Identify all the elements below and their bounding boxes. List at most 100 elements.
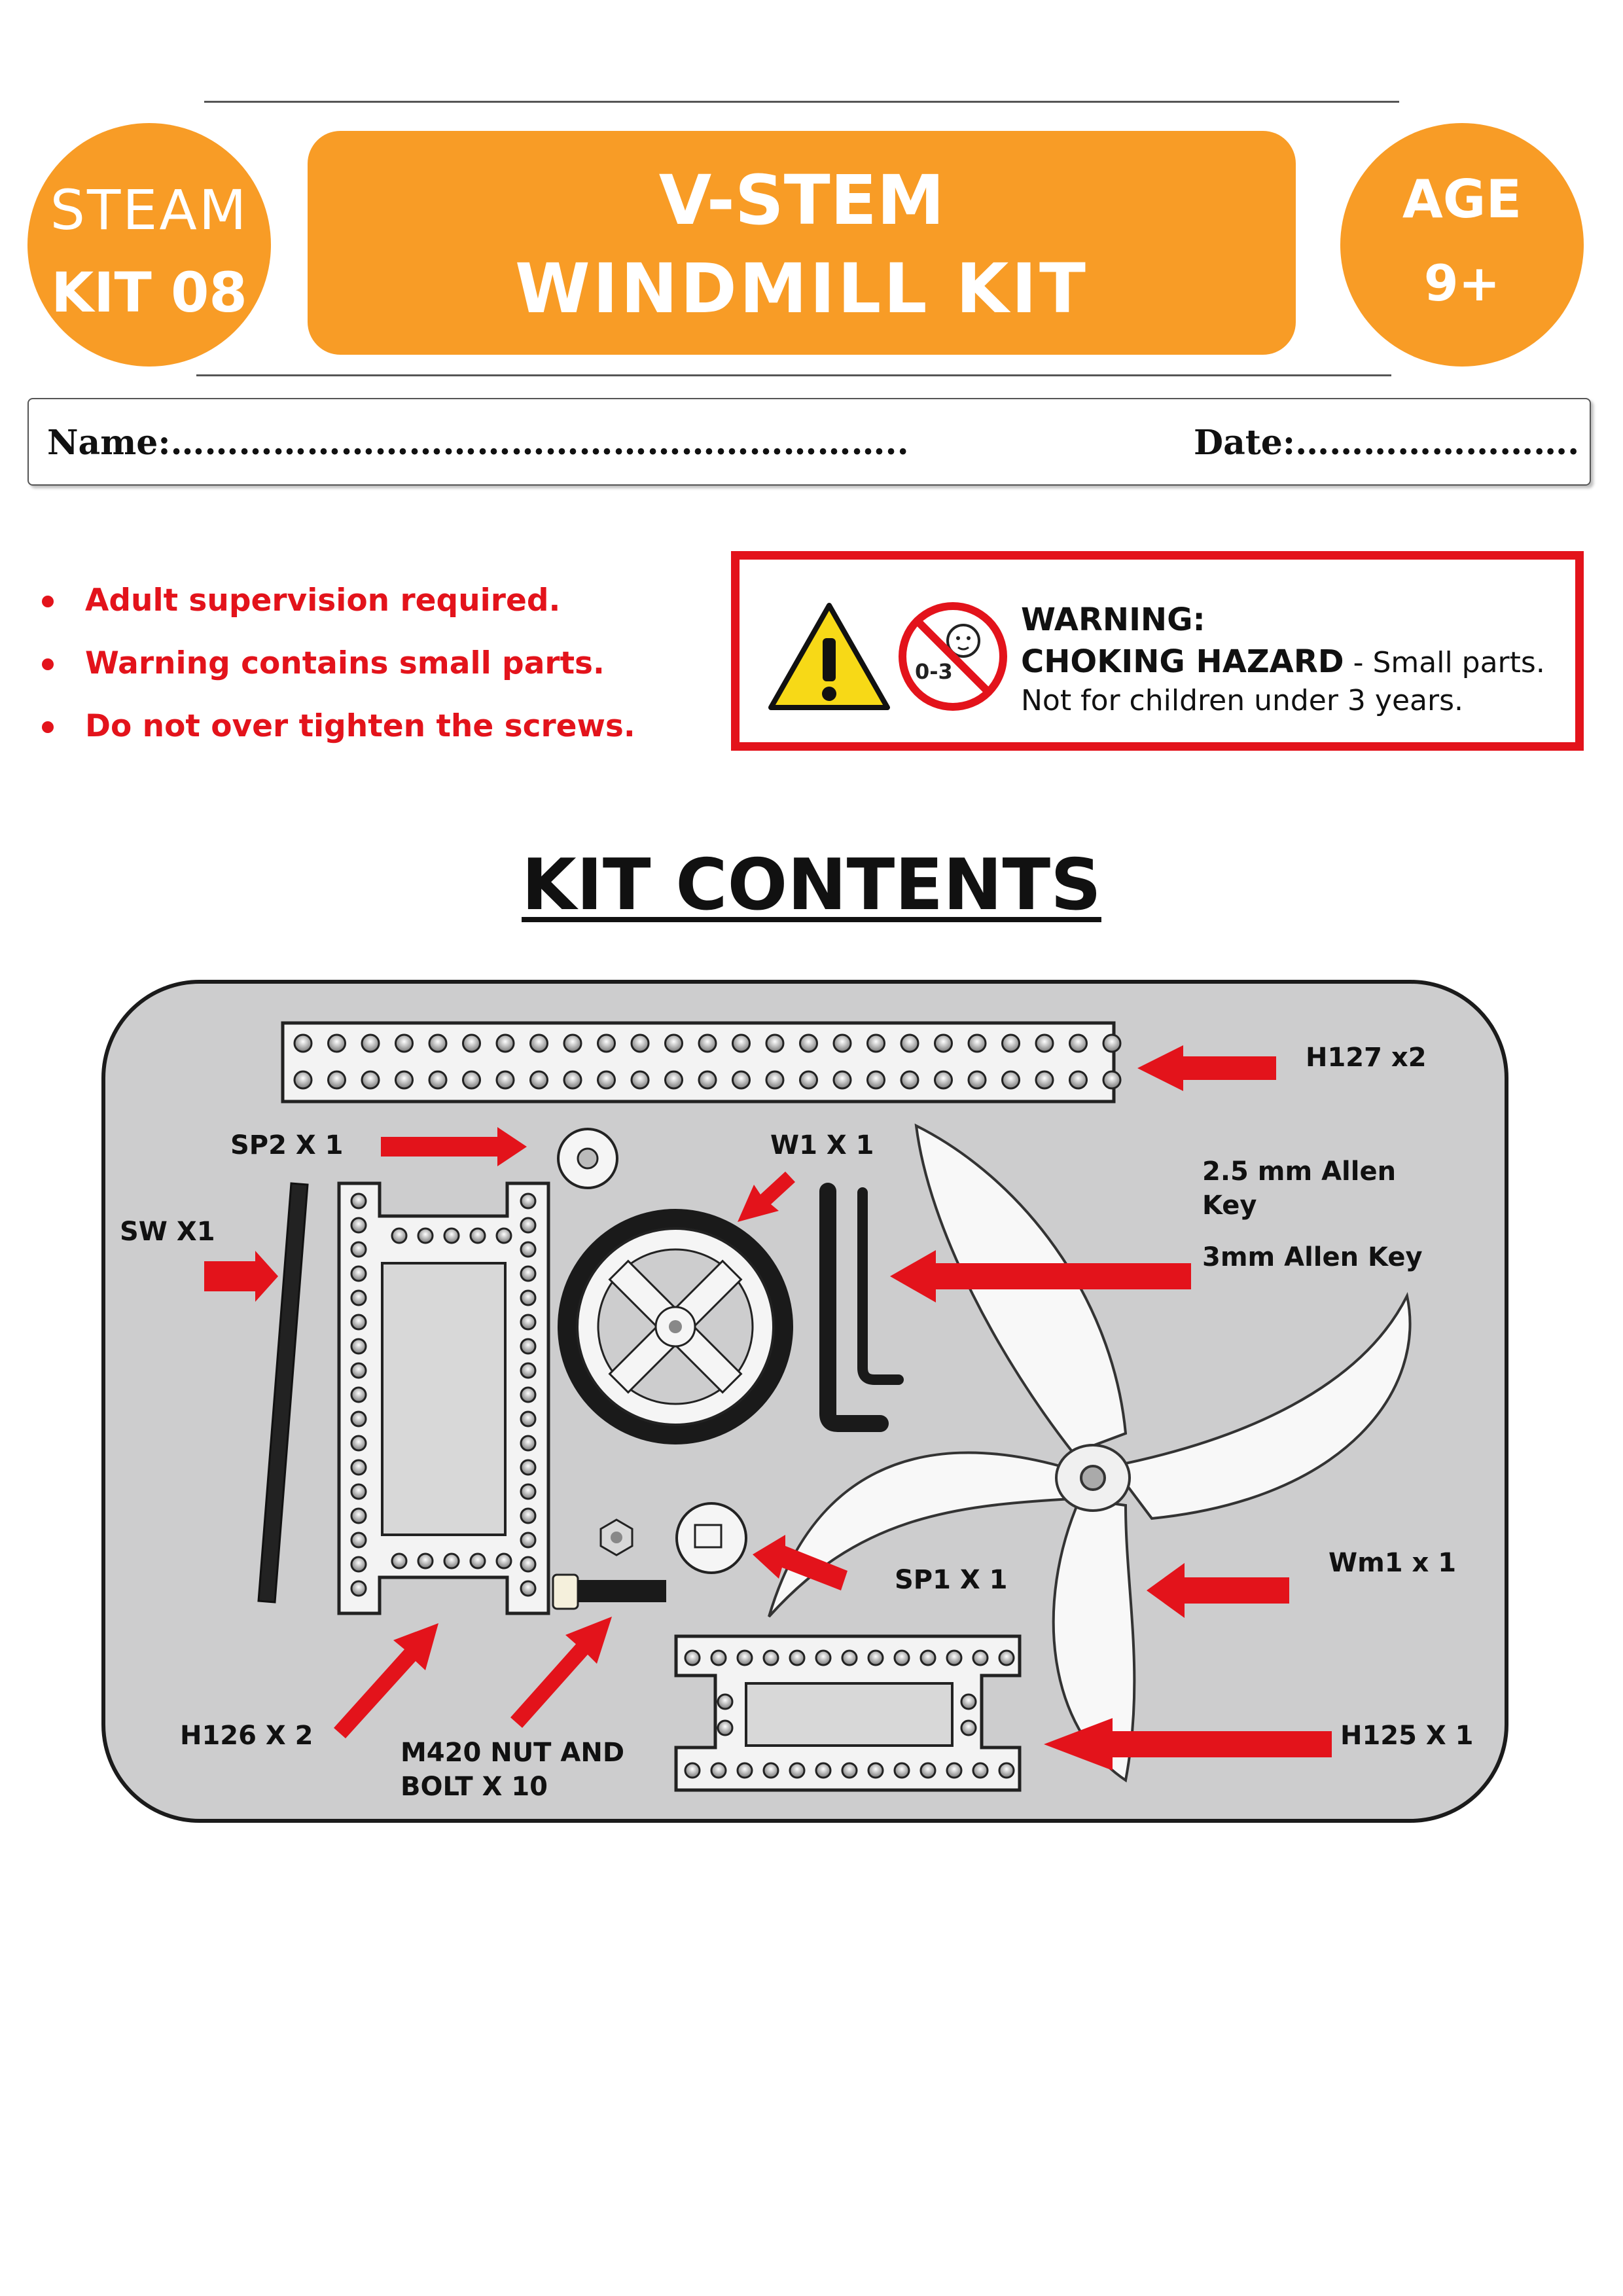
age-icon-text: 0-3 <box>915 659 953 684</box>
beam-hole <box>684 1649 701 1666</box>
safety-note-text: Warning contains small parts. <box>85 645 605 681</box>
beam-hole <box>799 1070 818 1090</box>
label-wm1: Wm1 x 1 <box>1329 1548 1457 1578</box>
beam-hole <box>867 1762 884 1779</box>
name-field[interactable]: Name:……………………………………………………….. <box>47 423 909 463</box>
beam-hole <box>998 1649 1015 1666</box>
beam-hole <box>698 1033 717 1053</box>
beam-hole <box>732 1070 751 1090</box>
beam-hole <box>391 1552 408 1570</box>
beam-hole <box>520 1265 537 1282</box>
label-allen25-line2: Key <box>1202 1191 1257 1221</box>
beam-hole <box>934 1033 953 1053</box>
warning-triangle-icon <box>768 603 890 710</box>
h127-holes <box>293 1033 1122 1090</box>
beam-hole <box>495 1033 515 1053</box>
sp2-spacer <box>557 1128 618 1189</box>
beam-hole <box>972 1649 989 1666</box>
beam-hole <box>946 1762 963 1779</box>
beam-hole <box>799 1033 818 1053</box>
kit-contents-title-text: KIT CONTENTS <box>522 844 1101 926</box>
beam-hole <box>919 1762 936 1779</box>
beam-hole <box>469 1227 486 1244</box>
steam-badge-line2: KIT 08 <box>51 260 247 325</box>
age-badge-line1: AGE <box>1402 169 1522 230</box>
date-field[interactable]: Date:……………………. <box>1194 423 1580 463</box>
beam-hole <box>350 1507 367 1524</box>
hazard-rest: - Small parts. <box>1344 646 1545 679</box>
beam-hole <box>350 1386 367 1403</box>
beam-hole <box>520 1507 537 1524</box>
beam-hole <box>832 1070 852 1090</box>
bullet-icon <box>42 721 54 733</box>
beam-hole <box>520 1193 537 1210</box>
beam-hole <box>630 1070 650 1090</box>
beam-hole <box>350 1556 367 1573</box>
beam-hole <box>462 1033 481 1053</box>
beam-hole <box>597 1070 616 1090</box>
label-nut-line1: M420 NUT AND <box>401 1738 625 1768</box>
arrow-icon <box>1137 1045 1276 1091</box>
beam-hole <box>462 1070 481 1090</box>
beam-hole <box>327 1070 346 1090</box>
beam-hole <box>520 1459 537 1476</box>
arrow-icon <box>1147 1563 1289 1618</box>
beam-hole <box>972 1762 989 1779</box>
beam-hole <box>520 1217 537 1234</box>
label-sw: SW X1 <box>120 1217 215 1247</box>
header-bottom-rule <box>196 374 1391 376</box>
name-date-box: Name:……………………………………………………….. Date:………………… <box>27 398 1591 486</box>
beam-hole <box>520 1386 537 1403</box>
w1-wheel <box>558 1209 793 1444</box>
bullet-icon <box>42 596 54 607</box>
label-h126: H126 X 2 <box>180 1721 313 1751</box>
beam-hole <box>443 1552 460 1570</box>
label-nut-line2: BOLT X 10 <box>401 1772 548 1802</box>
steam-kit-badge: STEAM KIT 08 <box>27 123 271 367</box>
beam-hole <box>1001 1033 1020 1053</box>
beam-hole <box>717 1693 734 1710</box>
warning-age-line: Not for children under 3 years. <box>1021 684 1463 717</box>
beam-hole <box>765 1070 785 1090</box>
label-allen25-line1: 2.5 mm Allen <box>1202 1157 1397 1187</box>
beam-hole <box>520 1289 537 1306</box>
beam-hole <box>293 1070 313 1090</box>
banner-line1: V-STEM <box>658 160 945 240</box>
beam-hole <box>762 1649 779 1666</box>
beam-hole <box>736 1762 753 1779</box>
beam-hole <box>684 1762 701 1779</box>
beam-hole <box>815 1762 832 1779</box>
beam-hole <box>900 1070 919 1090</box>
beam-hole <box>520 1556 537 1573</box>
no-small-children-icon <box>899 602 1007 711</box>
beam-hole <box>1069 1033 1088 1053</box>
safety-notes-list: Adult supervision required. Warning cont… <box>39 569 635 758</box>
arrow-icon <box>204 1251 278 1302</box>
beam-hole <box>361 1070 380 1090</box>
beam-hole <box>789 1649 806 1666</box>
beam-hole <box>960 1693 977 1710</box>
beam-hole <box>350 1217 367 1234</box>
beam-hole <box>893 1649 910 1666</box>
steam-badge-line1: STEAM <box>50 178 249 242</box>
arrow-icon <box>1044 1718 1332 1770</box>
beam-hole <box>710 1762 727 1779</box>
beam-hole <box>428 1033 448 1053</box>
safety-note: Adult supervision required. <box>39 569 635 632</box>
beam-hole <box>832 1033 852 1053</box>
beam-hole <box>934 1070 953 1090</box>
warning-title: WARNING: <box>1021 601 1205 638</box>
label-w1: W1 X 1 <box>770 1130 874 1160</box>
safety-note-text: Do not over tighten the screws. <box>85 708 635 744</box>
sw-shaft <box>257 1182 309 1604</box>
safety-note-text: Adult supervision required. <box>85 583 561 619</box>
pointer-arrows <box>204 1045 1332 1770</box>
beam-hole <box>443 1227 460 1244</box>
beam-hole <box>350 1193 367 1210</box>
beam-hole <box>417 1552 434 1570</box>
beam-hole <box>736 1649 753 1666</box>
arrow-icon <box>510 1617 612 1728</box>
age-badge: AGE 9+ <box>1340 123 1584 367</box>
beam-hole <box>789 1762 806 1779</box>
choking-warning-label: 0-3 WARNING: CHOKING HAZARD - Small part… <box>731 551 1584 751</box>
